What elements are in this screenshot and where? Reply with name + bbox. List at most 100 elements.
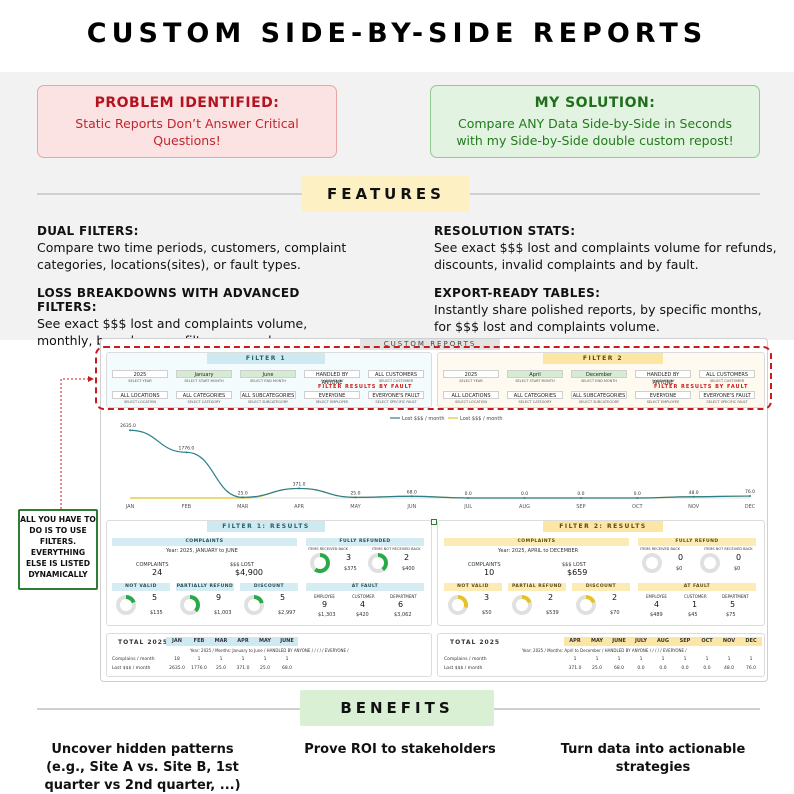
refund-a-label: ITEMS RECEIVED BACK [308,547,348,551]
complaints-header: COMPLAINTS [112,538,297,546]
table-month-header: NOV [718,637,740,646]
fault-count: 4 [654,600,660,609]
filter-select-caption: SELECT CUSTOMER [378,379,414,383]
filter-select[interactable]: ALL SUBCATEGORIES [571,391,627,399]
filter-select-caption: HANDLED BY [320,379,344,383]
filter-select-caption: SELECT END MONTH [580,379,618,383]
fault-amount: $75 [726,612,736,618]
refund-a-amount: $375 [344,566,357,572]
filter-select[interactable]: 2025 [443,370,499,378]
feature-text: Instantly share polished reports, by spe… [434,302,762,334]
table-cell: 2635.0 [169,666,185,671]
refund-header: FULLY REFUND [638,538,756,546]
filter-select[interactable]: December [571,370,627,378]
filter-select[interactable]: April [507,370,563,378]
refund-b-label: ITEMS NOT RECEIVED BACK [704,547,753,551]
filter-select[interactable]: HANDLED BY ANYONE [635,370,691,386]
partial-refund-header: PARTIAL REFUND [508,583,566,591]
refund-header: FULLY REFUNDED [306,538,424,546]
filter-select[interactable]: ALL CATEGORIES [176,391,232,399]
data-point [523,497,526,499]
table-cell: 25.0 [215,666,227,671]
solution-text-1: Compare ANY Data Side-by-Side in Seconds [457,116,733,131]
filter-select[interactable]: ALL SUBCATEGORIES [240,391,296,399]
partial-refund-amount: $539 [546,610,559,616]
filter-select[interactable]: EVERYONE'S FAULT [699,391,755,399]
discount-header: DISCOUNT [240,583,298,591]
table-cell: 25.0 [591,666,603,671]
x-tick-label: JUN [406,504,416,510]
table-month-header: FEB [188,637,210,646]
benefits-label: BENEFITS [300,690,494,726]
table-row-label: Complains / month [112,657,155,662]
filter-select[interactable]: January [176,370,232,378]
results-1-panel [106,520,432,626]
filter-select-caption: SELECT END MONTH [249,379,287,383]
lost-amount: $659 [567,568,588,577]
not-valid-donut [116,595,136,615]
not-valid-header: NOT VALID [112,583,170,591]
results-2-label: FILTER 2: RESULTS [543,521,663,532]
problem-text-2: Questions! [153,133,221,148]
filter-select[interactable]: HANDLED BY ANYONE [304,370,360,386]
filters-callout: ALL YOU HAVE TO DO IS TO USE FILTERS. EV… [18,509,98,590]
table-total: TOTAL 2025 [118,639,169,646]
data-label: 68.0 [407,489,417,495]
fault-count: 4 [360,600,366,609]
filter-select[interactable]: ALL LOCATIONS [112,391,168,399]
data-point [636,497,639,499]
callout-arrow [60,376,94,509]
x-tick-label: FEB [182,504,192,510]
feature-heading: LOSS BREAKDOWNS WITH ADVANCED FILTERS: [37,286,300,314]
feature-heading: RESOLUTION STATS: [434,224,576,238]
x-tick-label: JUL [463,504,472,510]
resize-handle[interactable] [431,519,437,525]
feature-loss-breakdowns: LOSS BREAKDOWNS WITH ADVANCED FILTERS: S… [37,286,357,349]
refund-b-count: 0 [736,553,742,562]
problem-box: PROBLEM IDENTIFIED: Static Reports Don’t… [37,85,337,158]
filter-select[interactable]: ALL CATEGORIES [507,391,563,399]
filter-select[interactable]: 2025 [112,370,168,378]
refund-a-count: 0 [678,553,684,562]
refund-b-donut [368,553,388,573]
table-row-label: Complains / month [444,657,487,662]
refund-b-amount: $0 [734,566,741,572]
table-cell: 1 [219,657,223,662]
discount-amount: $70 [610,610,620,616]
table-month-header: DEC [740,637,762,646]
partial-refund-count: 2 [548,593,554,602]
benefit-patterns: Uncover hidden patterns (e.g., Site A vs… [35,741,250,794]
table-cell: 1 [573,657,577,662]
lost-label: $$$ LOST [230,562,254,568]
filter-select[interactable]: EVERYONE [635,391,691,399]
filter-select-caption: SELECT YEAR [459,379,483,383]
fault-label: EMPLOYEE [646,594,667,599]
table-month-header: OCT [696,637,718,646]
data-label: 0.0 [634,491,641,497]
table-cell: 1776.0 [191,666,207,671]
benefit-line: (e.g., Site A vs. Site B, 1st [46,760,239,775]
table-cell: 1 [595,657,599,662]
table-cell: 371.0 [236,666,250,671]
dashboard-title: CUSTOM REPORTS [360,339,500,350]
filter-select[interactable]: June [240,370,296,378]
partial-refund-amount: $1,003 [214,610,232,616]
fault-label: CUSTOMER [352,594,375,599]
table-cell: 1 [241,657,245,662]
legend-label: Lost $$$ / month [460,416,503,422]
lost-amount: $4,900 [235,568,263,577]
filter-select[interactable]: ALL CUSTOMERS [368,370,424,378]
filter-select[interactable]: EVERYONE [304,391,360,399]
filter-select-caption: SELECT LOCATION [455,400,487,404]
filter-select[interactable]: ALL LOCATIONS [443,391,499,399]
table-month-header: MAR [210,637,232,646]
filter-select[interactable]: ALL CUSTOMERS [699,370,755,378]
feature-resolution-stats: RESOLUTION STATS: See exact $$$ lost and… [434,224,789,273]
table-cell: 18 [174,657,180,662]
data-label: 25.0 [350,490,360,496]
discount-donut [244,595,264,615]
filter-1-fault-label: FILTER RESULTS BY FAULT [318,384,413,390]
filter-select[interactable]: EVERYONE'S FAULT [368,391,424,399]
data-label: 25.0 [238,490,248,496]
discount-count: 5 [280,593,286,602]
